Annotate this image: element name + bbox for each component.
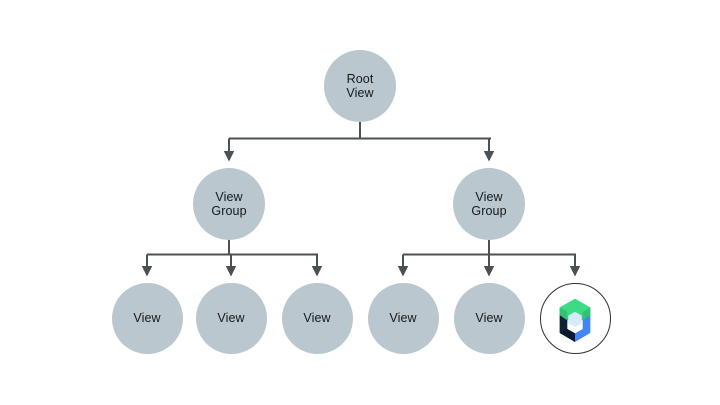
node-view-4[interactable]: View <box>367 282 439 354</box>
node-view-1[interactable]: View <box>111 282 183 354</box>
node-view-group-left[interactable]: View Group <box>193 168 265 240</box>
node-compose-view[interactable] <box>539 282 611 354</box>
node-label: Root View <box>346 71 374 101</box>
node-label: View <box>217 310 245 325</box>
node-label: View <box>133 310 161 325</box>
node-view-3[interactable]: View <box>281 282 353 354</box>
node-label: View <box>303 310 331 325</box>
jetpack-compose-logo-icon <box>551 294 599 342</box>
node-label: View Group <box>211 189 247 219</box>
node-label: View <box>389 310 417 325</box>
node-root-view[interactable]: Root View <box>324 50 396 122</box>
node-view-5[interactable]: View <box>453 282 525 354</box>
node-view-2[interactable]: View <box>195 282 267 354</box>
node-label: View <box>475 310 503 325</box>
node-label: View Group <box>471 189 507 219</box>
node-view-group-right[interactable]: View Group <box>453 168 525 240</box>
